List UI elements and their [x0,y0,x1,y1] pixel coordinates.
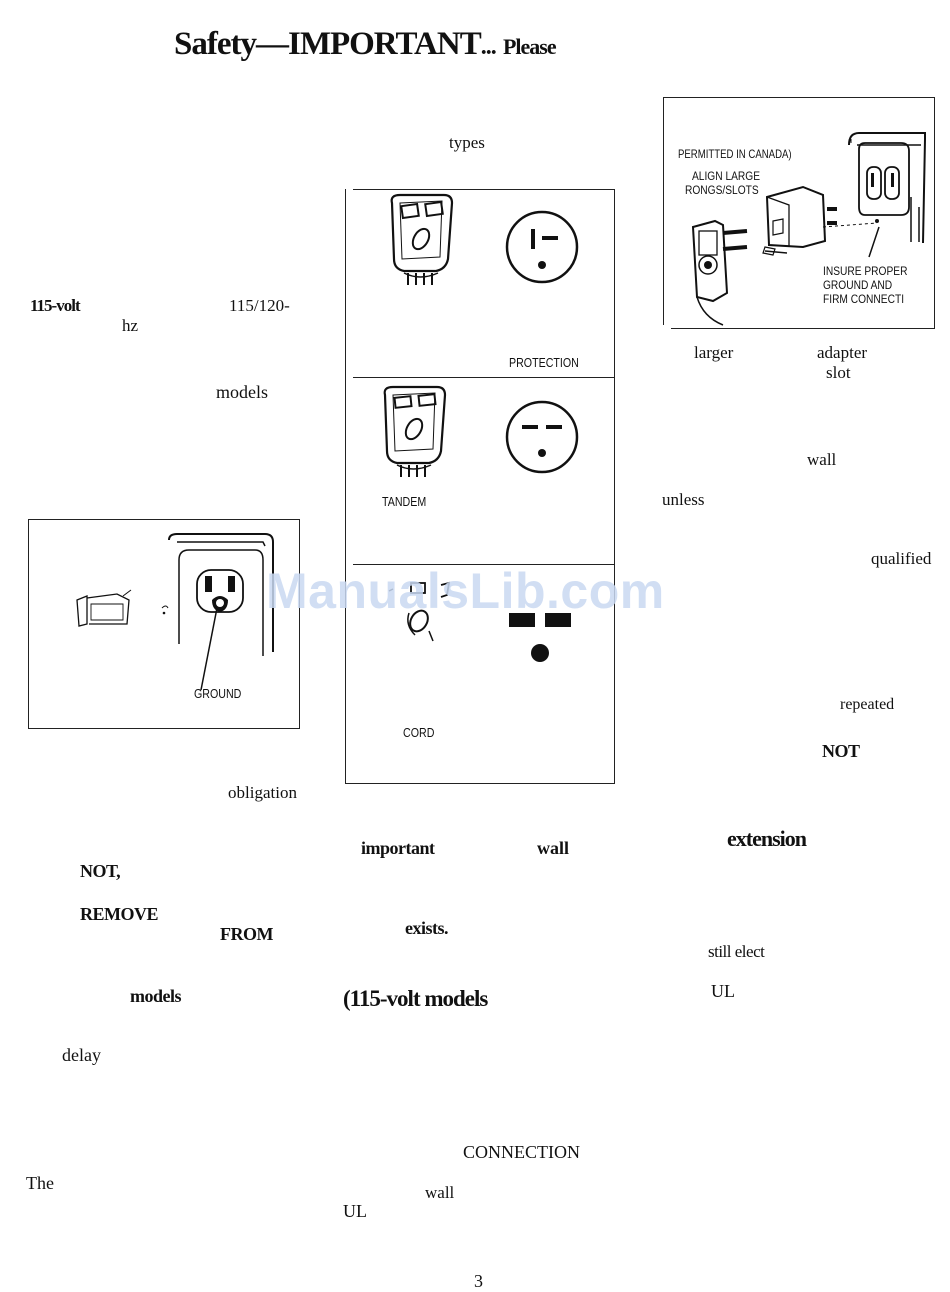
title-main: Safety—IMPORTANT [174,26,482,62]
right-word-repeated: repeated [840,696,895,713]
mid-word-connection: CONNECTION [463,1142,580,1162]
panel3-label: CORD [403,725,435,740]
adapter-fig-bottom-rule [671,328,935,329]
adapter-figure: PERMITTED IN CANADA) ALIGN LARGE RONGS/S… [663,97,935,329]
panel2-receptacle-icon [505,400,579,474]
panel-left-rule [345,189,346,784]
panel1-receptacle-icon [505,210,579,284]
panel-bottom-rule [345,783,615,784]
left-word-hz: hz [122,316,139,335]
mid-word-ul: UL [343,1201,367,1221]
mid-word-wall-2: wall [425,1183,455,1202]
adapter-fig-permitted: PERMITTED IN CANADA) [678,147,792,161]
adapter-fig-left-rule [663,97,664,325]
right-word-ul: UL [711,981,735,1001]
left-word-delay: delay [62,1045,101,1065]
outlet-types-panel: PROTECTION TANDEM CORD [345,189,615,784]
left-word-from: FROM [220,924,273,944]
title-dots: ... [480,34,497,60]
mid-heading-115-volt: (115-volt models [343,986,488,1011]
left-word-obligation: obligation [228,783,297,802]
watermark: ManualsLib.com [266,563,665,619]
title-tail: Please [502,34,557,59]
right-word-larger: larger [694,343,734,362]
left-word-not: NOT, [80,861,121,881]
panel-divider-2 [353,564,615,565]
panel3-receptacle-icon [509,613,571,662]
adapter-fig-right-rule [934,97,935,329]
adapter-fig-top-rule [663,97,935,98]
adapter-illustration [691,132,926,326]
adapter-fig-insure-1: INSURE PROPER [823,264,908,278]
panel3-plug-icon [388,581,451,642]
page-title: Safety—IMPORTANT... Please [174,26,557,62]
left-word-115-120: 115/120- [229,296,290,315]
ground-outlet-illustration [76,533,274,691]
panel-divider-1 [353,377,615,378]
right-word-not: NOT [822,741,860,761]
mid-word-important: important [361,838,435,858]
right-word-slot: slot [826,363,851,382]
panel2-plug-icon [383,385,447,477]
left-word-models-2: models [130,986,182,1006]
panel1-plug-icon [390,193,454,285]
panel-right-rule [614,189,615,784]
ground-outlet-figure: GROUND [28,519,300,729]
right-word-wall: wall [807,450,837,469]
right-word-qualified: qualified [871,549,932,568]
left-word-remove: REMOVE [80,904,159,924]
left-word-models: models [216,382,268,402]
adapter-fig-align-1: ALIGN LARGE [692,169,761,183]
mid-word-types: types [449,133,485,152]
right-heading-extension: extension [727,826,807,851]
panel1-label: PROTECTION [509,355,579,370]
panel-top-rule [353,189,615,190]
ground-fig-label: GROUND [194,686,242,701]
page-number: 3 [474,1271,483,1291]
right-word-unless: unless [662,490,705,509]
adapter-fig-align-2: RONGS/SLOTS [685,183,759,197]
left-word-the: The [26,1173,54,1193]
adapter-fig-insure-2: GROUND AND [823,278,893,292]
left-word-115-volt: 115-volt [30,296,81,315]
panel2-label: TANDEM [382,494,427,509]
right-word-still-elect: still elect [708,942,765,961]
right-word-adapter: adapter [817,343,868,362]
adapter-fig-insure-3: FIRM CONNECTI [823,292,905,306]
mid-word-exists: exists. [405,918,449,938]
mid-word-wall: wall [537,838,570,858]
